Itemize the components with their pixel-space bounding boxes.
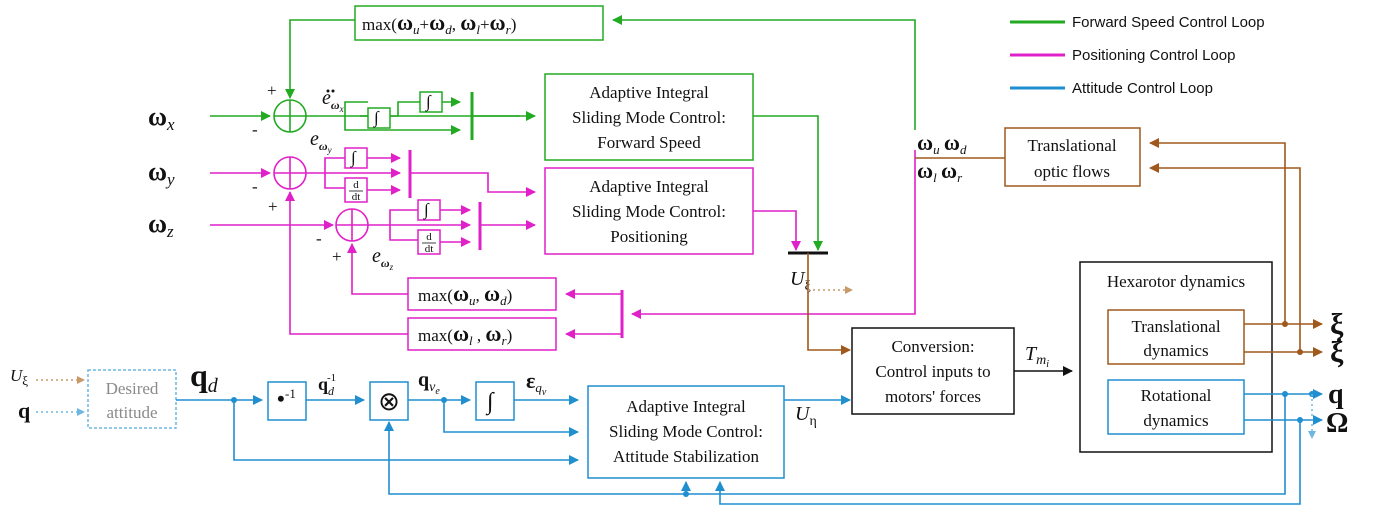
qd-label: qd bbox=[190, 357, 219, 397]
svg-text:∫: ∫ bbox=[350, 148, 357, 168]
svg-text:-: - bbox=[252, 177, 258, 196]
plant-section: Conversion: Control inputs to motors' fo… bbox=[851, 261, 1348, 453]
translational-dynamics-block bbox=[1107, 309, 1245, 365]
forward-integrator-2 bbox=[419, 91, 443, 113]
svg-text:dynamics: dynamics bbox=[1143, 341, 1208, 360]
svg-text:Sliding Mode Control:: Sliding Mode Control: bbox=[609, 422, 763, 441]
omega-lr-label: ωl ωr bbox=[917, 158, 963, 185]
svg-text:⊗: ⊗ bbox=[378, 387, 400, 416]
omega-x-symbol: ωx bbox=[148, 102, 175, 134]
eps-label: εqv bbox=[526, 368, 547, 398]
legend-positioning-label: Positioning Control Loop bbox=[1072, 47, 1235, 64]
conversion-block bbox=[851, 327, 1015, 415]
svg-text:Adaptive Integral: Adaptive Integral bbox=[589, 177, 709, 196]
svg-text:Sliding Mode Control:: Sliding Mode Control: bbox=[572, 108, 726, 127]
svg-text:-1: -1 bbox=[285, 386, 296, 401]
omega-ud-label: ωu ωd bbox=[917, 130, 967, 157]
u-eta-label: Uη bbox=[795, 403, 817, 429]
max-lr-block bbox=[407, 317, 557, 351]
positioning-loop: ωy - + ∫ d dt ωz - + eωz ∫ d bbox=[148, 147, 916, 351]
attitude-integrator bbox=[475, 381, 515, 421]
svg-text:Conversion:: Conversion: bbox=[891, 337, 974, 356]
pos-z-integrator bbox=[417, 199, 441, 221]
legend-forward-label: Forward Speed Control Loop bbox=[1072, 14, 1265, 31]
svg-text:Attitude Stabilization: Attitude Stabilization bbox=[613, 447, 759, 466]
tm-label: Tmi bbox=[1025, 343, 1049, 370]
inverse-block bbox=[267, 381, 307, 421]
svg-text:-: - bbox=[316, 229, 322, 248]
svg-text:dt: dt bbox=[425, 243, 434, 255]
pos-y-integrator bbox=[344, 147, 368, 169]
e-wy-label: eωy bbox=[310, 128, 332, 155]
legend-attitude-label: Attitude Control Loop bbox=[1072, 80, 1213, 97]
svg-text:∫: ∫ bbox=[423, 200, 430, 220]
svg-text:Adaptive Integral: Adaptive Integral bbox=[626, 397, 746, 416]
svg-text:dynamics: dynamics bbox=[1143, 411, 1208, 430]
optic-to-max-wire bbox=[631, 150, 916, 319]
svg-text:•: • bbox=[277, 386, 285, 411]
output-xi: ξ bbox=[1330, 308, 1344, 341]
max-forward-label: max(ωu+ωd, ωl+ωr) bbox=[362, 10, 516, 37]
e-wx-label: eωx bbox=[322, 87, 344, 114]
svg-text:∫: ∫ bbox=[485, 389, 495, 416]
svg-text:Translational: Translational bbox=[1131, 317, 1220, 336]
u-xi-junction: Uξ bbox=[788, 251, 853, 355]
sum-x-minus: - bbox=[252, 120, 258, 139]
svg-text:Forward Speed: Forward Speed bbox=[597, 133, 701, 152]
output-omega: Ω bbox=[1326, 408, 1348, 439]
svg-text:optic flows: optic flows bbox=[1034, 162, 1110, 181]
svg-text:Control inputs to: Control inputs to bbox=[875, 362, 990, 381]
svg-text:Rotational: Rotational bbox=[1141, 386, 1212, 405]
omega-z-symbol: ωz bbox=[148, 209, 174, 241]
max-ud-label: max(ωu, ωd) bbox=[418, 281, 512, 308]
max-ud-block bbox=[407, 277, 557, 311]
max-forward-block bbox=[354, 5, 604, 41]
u-xi-input-label: Uξ bbox=[10, 366, 28, 388]
optic-flow-section: ωu ωd ωl ωr Translational optic flows bbox=[915, 127, 1301, 352]
quaternion-product-block bbox=[369, 381, 409, 421]
svg-text:Translational: Translational bbox=[1027, 136, 1116, 155]
forward-feedback-wire bbox=[612, 15, 916, 130]
output-q: q bbox=[1328, 379, 1344, 410]
svg-text:∫: ∫ bbox=[425, 92, 432, 112]
svg-text:Sliding Mode Control:: Sliding Mode Control: bbox=[572, 202, 726, 221]
svg-text:d: d bbox=[426, 231, 432, 243]
smc-forward-output-wire bbox=[753, 115, 823, 251]
svg-text:Desired: Desired bbox=[106, 379, 159, 398]
max-to-sum-wire bbox=[285, 19, 355, 99]
max-lr-label: max(ωl , ωr) bbox=[418, 321, 512, 348]
rotational-dynamics-block bbox=[1107, 379, 1245, 435]
svg-text:attitude: attitude bbox=[107, 403, 158, 422]
qd-inv-label: qd-1 bbox=[318, 372, 336, 398]
sum-x-plus: + bbox=[267, 81, 277, 100]
omega-y-symbol: ωy bbox=[148, 157, 175, 189]
svg-text:motors' forces: motors' forces bbox=[885, 387, 981, 406]
svg-text:Hexarotor dynamics: Hexarotor dynamics bbox=[1107, 272, 1245, 291]
max-fwd-max: max( bbox=[362, 15, 397, 34]
forward-integrator-1 bbox=[367, 107, 391, 129]
optic-flows-block bbox=[1004, 127, 1141, 187]
q-input-label: q bbox=[18, 398, 31, 423]
qve-label: qve bbox=[418, 369, 440, 397]
svg-text:+: + bbox=[332, 247, 342, 266]
attitude-loop: Uξ q Desired attitude qd • -1 qd-1 ⊗ qve… bbox=[10, 357, 1301, 505]
desired-attitude-block bbox=[87, 369, 177, 429]
svg-text:Adaptive Integral: Adaptive Integral bbox=[589, 83, 709, 102]
output-xi-dot: ξ bbox=[1330, 336, 1344, 369]
svg-text:dt: dt bbox=[352, 191, 361, 203]
svg-text:+: + bbox=[268, 197, 278, 216]
smc-attitude-block bbox=[587, 385, 785, 479]
legend: Forward Speed Control Loop Positioning C… bbox=[1010, 14, 1265, 97]
forward-speed-loop: max(ωu+ωd, ωl+ωr) ωx + - eωx eωy ∫ ∫ Ada… bbox=[148, 5, 916, 251]
svg-text:∫: ∫ bbox=[373, 108, 380, 128]
svg-text:Positioning: Positioning bbox=[610, 227, 688, 246]
svg-text:d: d bbox=[353, 179, 359, 191]
smc-forward-block bbox=[544, 73, 754, 161]
e-wz-label: eωz bbox=[372, 245, 394, 272]
